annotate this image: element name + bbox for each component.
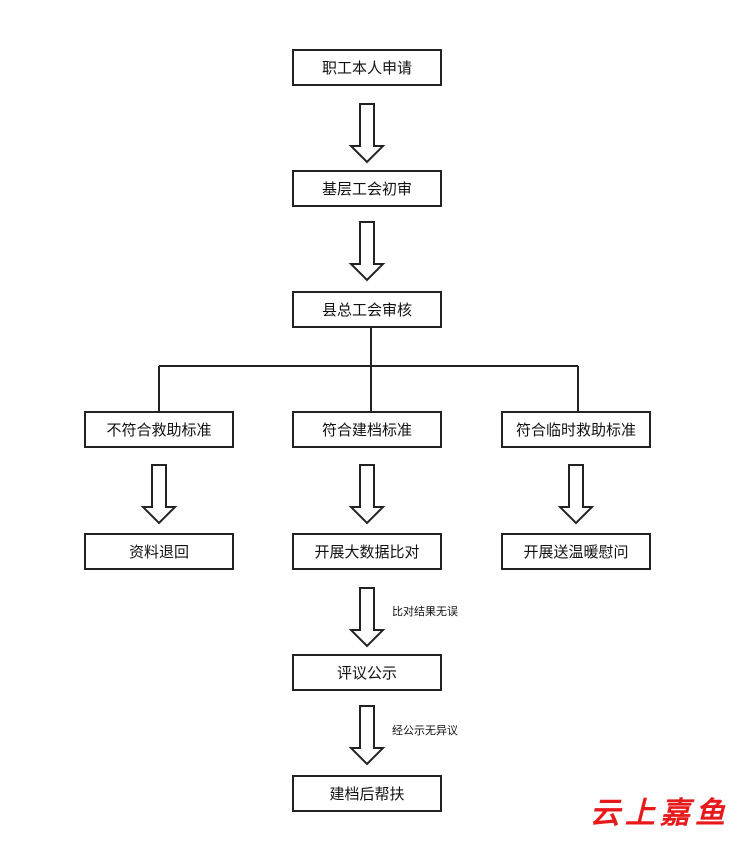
node-return-materials: 资料退回 xyxy=(84,533,234,570)
arrow-grassroots-to-county xyxy=(348,221,386,282)
edge-label-no-objection: 经公示无异议 xyxy=(392,724,458,737)
arrow-not-qualified-to-return xyxy=(140,464,178,525)
node-qualified-temporary: 符合临时救助标准 xyxy=(501,411,651,448)
node-archive-support: 建档后帮扶 xyxy=(292,775,442,812)
arrow-qualified-to-comparison xyxy=(348,464,386,525)
node-not-qualified: 不符合救助标准 xyxy=(84,411,234,448)
node-condolence: 开展送温暖慰问 xyxy=(501,533,651,570)
arrow-apply-to-grassroots xyxy=(348,103,386,164)
arrow-temporary-to-condolence xyxy=(557,464,595,525)
arrow-review-to-support xyxy=(348,705,386,766)
node-public-review: 评议公示 xyxy=(292,654,442,691)
node-qualified-archive: 符合建档标准 xyxy=(292,411,442,448)
node-county-review: 县总工会审核 xyxy=(292,291,442,328)
watermark-logo: 云上嘉鱼 xyxy=(590,796,730,831)
node-apply: 职工本人申请 xyxy=(292,49,442,86)
node-data-comparison: 开展大数据比对 xyxy=(292,533,442,570)
arrow-comparison-to-review xyxy=(348,587,386,648)
edge-label-comparison-ok: 比对结果无误 xyxy=(392,605,458,618)
node-grassroots-review: 基层工会初审 xyxy=(292,170,442,207)
